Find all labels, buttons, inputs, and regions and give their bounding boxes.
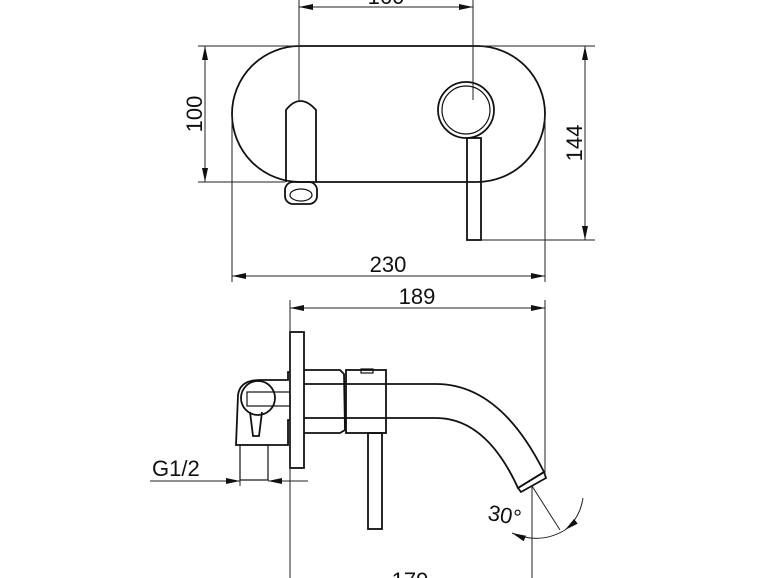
dim-projection-top: 189 <box>399 284 436 309</box>
side-plate <box>289 331 305 469</box>
front-dimensions: 160 100 144 230 <box>182 0 595 282</box>
handle-knob <box>437 81 495 139</box>
wall-plate <box>231 45 546 183</box>
side-dimensions: 189 G1/2 30° 179 <box>150 284 584 578</box>
dim-spout-angle: 30° <box>486 500 523 530</box>
side-lever <box>367 432 383 530</box>
side-spout <box>304 383 546 490</box>
dim-plate-height: 100 <box>182 96 207 133</box>
dim-thread: G1/2 <box>152 456 200 481</box>
dim-top-width: 160 <box>368 0 405 9</box>
dim-plate-width: 230 <box>370 252 407 277</box>
mixer-body <box>345 369 387 434</box>
dim-projection-bottom: 179 <box>392 568 429 578</box>
dim-total-height: 144 <box>562 125 587 162</box>
side-view <box>235 331 548 530</box>
spout-front <box>285 100 317 182</box>
handle-lever <box>466 137 482 241</box>
front-view <box>231 45 546 241</box>
